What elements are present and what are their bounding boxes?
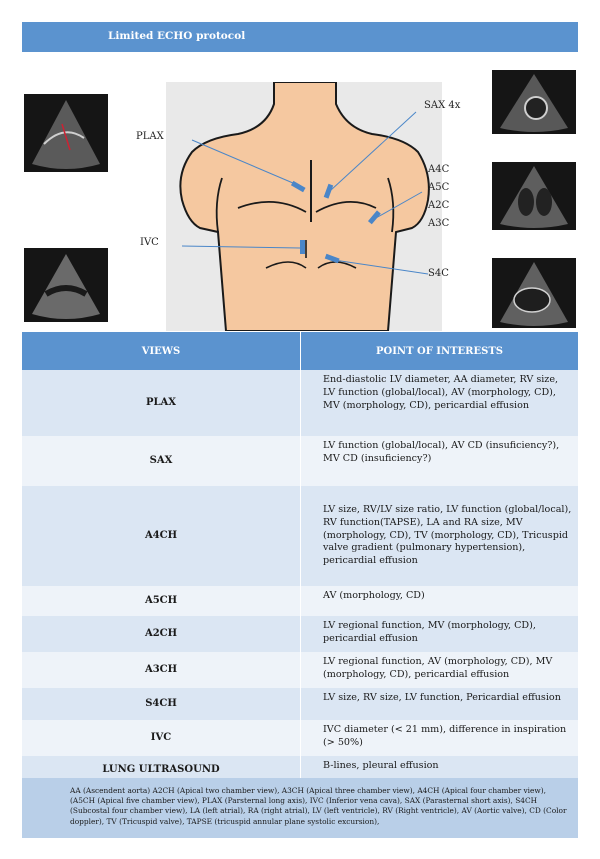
abbreviations-text: AA (Ascendent aorta) A2CH (Apical two ch… [70, 786, 567, 826]
table-row: SAX LV function (global/local), AV CD (i… [22, 436, 578, 486]
table-row: A3CH LV regional function, AV (morpholog… [22, 652, 578, 688]
poi-cell: LV size, RV size, LV function, Pericardi… [300, 688, 578, 720]
label-sax4x: SAX 4x [424, 100, 461, 111]
table-row: PLAX End-diastolic LV diameter, AA diame… [22, 370, 578, 436]
poi-cell: LV function (global/local), AV CD (insuf… [300, 436, 578, 486]
table-row: S4CH LV size, RV size, LV function, Peri… [22, 688, 578, 720]
probe-ivc [300, 240, 305, 254]
torso-shape [179, 82, 430, 331]
poi-cell: LV regional function, AV (morphology, CD… [300, 652, 578, 688]
poi-cell: AV (morphology, CD) [300, 586, 578, 616]
right-pectoral [315, 200, 377, 213]
right-arm-line [387, 177, 395, 233]
pointer-apical [375, 191, 423, 219]
table-row: A4CH LV size, RV/LV size ratio, LV funct… [22, 486, 578, 586]
abbreviations-footer: AA (Ascendent aorta) A2CH (Apical two ch… [22, 778, 578, 838]
pointer-s4c [333, 259, 429, 275]
view-cell: SAX [22, 436, 301, 486]
view-cell: PLAX [22, 370, 301, 436]
page-title: Limited ECHO protocol [108, 30, 246, 42]
echo-views-table: VIEWS POINT OF INTERESTS PLAX End-diasto… [22, 332, 578, 784]
probe-s4c [324, 253, 340, 264]
pointer-plax [191, 139, 301, 187]
label-a2c: A2C [428, 200, 450, 211]
column-header-views: VIEWS [22, 332, 301, 370]
table-row: A5CH AV (morphology, CD) [22, 586, 578, 616]
probe-sax [323, 183, 334, 199]
column-header-poi: POINT OF INTERESTS [300, 332, 578, 370]
echo-views-figure: PLAX SAX 4x A4C A5C A2C A3C IVC S4C [22, 52, 578, 332]
left-pectoral [237, 200, 307, 213]
view-cell: A2CH [22, 616, 301, 652]
pointer-sax [330, 111, 417, 191]
torso-illustration [179, 82, 430, 331]
echo-image-apical [492, 162, 576, 230]
left-arm-line [215, 177, 223, 233]
echo-image-subcostal [492, 258, 576, 328]
table-row: IVC IVC diameter (< 21 mm), difference i… [22, 720, 578, 756]
pointer-ivc [181, 245, 301, 249]
table-row: A2CH LV regional function, MV (morpholog… [22, 616, 578, 652]
probe-apical [367, 210, 381, 225]
view-cell: A4CH [22, 486, 301, 586]
header-bar: Limited ECHO protocol [22, 22, 578, 52]
abdomen-line-left [265, 261, 307, 269]
view-cell: IVC [22, 720, 301, 756]
echo-image-plax [24, 94, 108, 172]
poi-cell: LV size, RV/LV size ratio, LV function (… [300, 486, 578, 586]
echo-image-sax [492, 70, 576, 134]
poi-cell: LV regional function, MV (morphology, CD… [300, 616, 578, 652]
label-s4c: S4C [428, 268, 449, 279]
table-header-row: VIEWS POINT OF INTERESTS [22, 332, 578, 370]
view-cell: A3CH [22, 652, 301, 688]
label-a5c: A5C [428, 182, 450, 193]
label-a4c: A4C [428, 164, 450, 175]
poi-cell: IVC diameter (< 21 mm), difference in in… [300, 720, 578, 756]
label-plax: PLAX [136, 131, 164, 142]
poi-cell: End-diastolic LV diameter, AA diameter, … [300, 370, 578, 436]
label-ivc: IVC [140, 237, 159, 248]
echo-image-ivc [24, 248, 108, 322]
view-cell: A5CH [22, 586, 301, 616]
label-a3c: A3C [428, 218, 450, 229]
view-cell: S4CH [22, 688, 301, 720]
